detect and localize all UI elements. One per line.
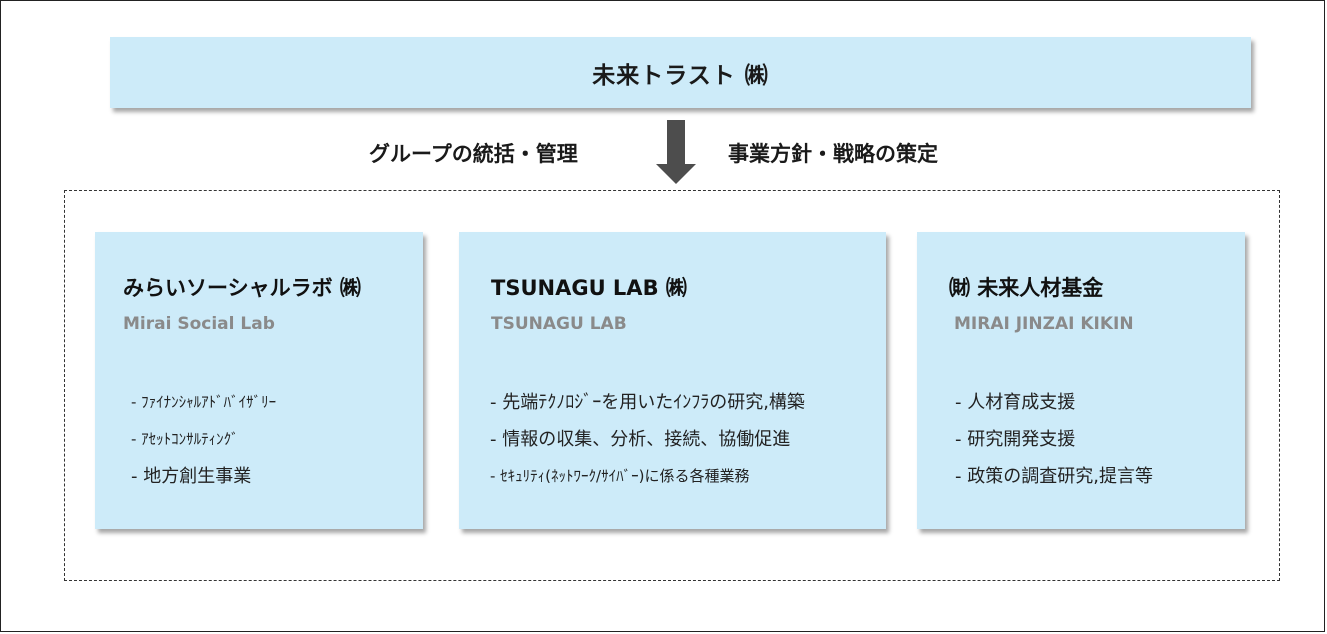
- parent-company-box: 未来トラスト ㈱: [110, 37, 1251, 108]
- label-group-management: グループの統括・管理: [369, 142, 578, 166]
- business-list: - 先端ﾃｸﾉﾛｼﾞｰを用いたｲﾝﾌﾗの研究,構築 - 情報の収集、分析、接続、…: [490, 384, 805, 495]
- company-name-en: Mirai Social Lab: [123, 314, 275, 334]
- business-list: - 人材育成支援 - 研究開発支援 - 政策の調査研究,提言等: [955, 384, 1153, 495]
- business-item: - 地方創生事業: [131, 466, 252, 487]
- down-arrow-icon: [656, 120, 696, 184]
- business-item: - 研究開発支援: [955, 429, 1076, 450]
- business-item: - 政策の調査研究,提言等: [955, 466, 1153, 487]
- business-item: - ｱｾｯﾄｺﾝｻﾙﾃｨﾝｸﾞ: [131, 430, 239, 448]
- business-list: - ﾌｧｲﾅﾝｼｬﾙｱﾄﾞﾊﾞｲｻﾞﾘｰ - ｱｾｯﾄｺﾝｻﾙﾃｨﾝｸﾞ - 地…: [131, 384, 276, 495]
- company-name: TSUNAGU LAB ㈱: [491, 276, 687, 300]
- business-item: - ﾌｧｲﾅﾝｼｬﾙｱﾄﾞﾊﾞｲｻﾞﾘｰ: [131, 393, 277, 411]
- company-box-tsunagu-lab: TSUNAGU LAB ㈱ TSUNAGU LAB - 先端ﾃｸﾉﾛｼﾞｰを用い…: [459, 232, 886, 529]
- company-name: ㈶ 未来人材基金: [949, 276, 1104, 300]
- business-item: - 情報の収集、分析、接続、協働促進: [490, 429, 791, 450]
- subsidiaries-group: [64, 190, 1280, 581]
- business-item: - 人材育成支援: [955, 392, 1076, 413]
- company-name-en: TSUNAGU LAB: [491, 314, 627, 334]
- parent-company-name: 未来トラスト ㈱: [592, 62, 769, 89]
- company-box-mirai-social-lab: みらいソーシャルラボ ㈱ Mirai Social Lab - ﾌｧｲﾅﾝｼｬﾙ…: [95, 232, 423, 529]
- company-name: みらいソーシャルラボ ㈱: [123, 276, 361, 300]
- business-item: - 先端ﾃｸﾉﾛｼﾞｰを用いたｲﾝﾌﾗの研究,構築: [490, 392, 805, 413]
- business-item: - ｾｷｭﾘﾃｨ(ﾈｯﾄﾜｰｸ/ｻｲﾊﾞｰ)に係る各種業務: [490, 467, 750, 485]
- company-box-mirai-jinzai-kikin: ㈶ 未来人材基金 MIRAI JINZAI KIKIN - 人材育成支援 - 研…: [917, 232, 1245, 529]
- label-strategy: 事業方針・戦略の策定: [728, 142, 938, 166]
- company-name-en: MIRAI JINZAI KIKIN: [954, 314, 1134, 334]
